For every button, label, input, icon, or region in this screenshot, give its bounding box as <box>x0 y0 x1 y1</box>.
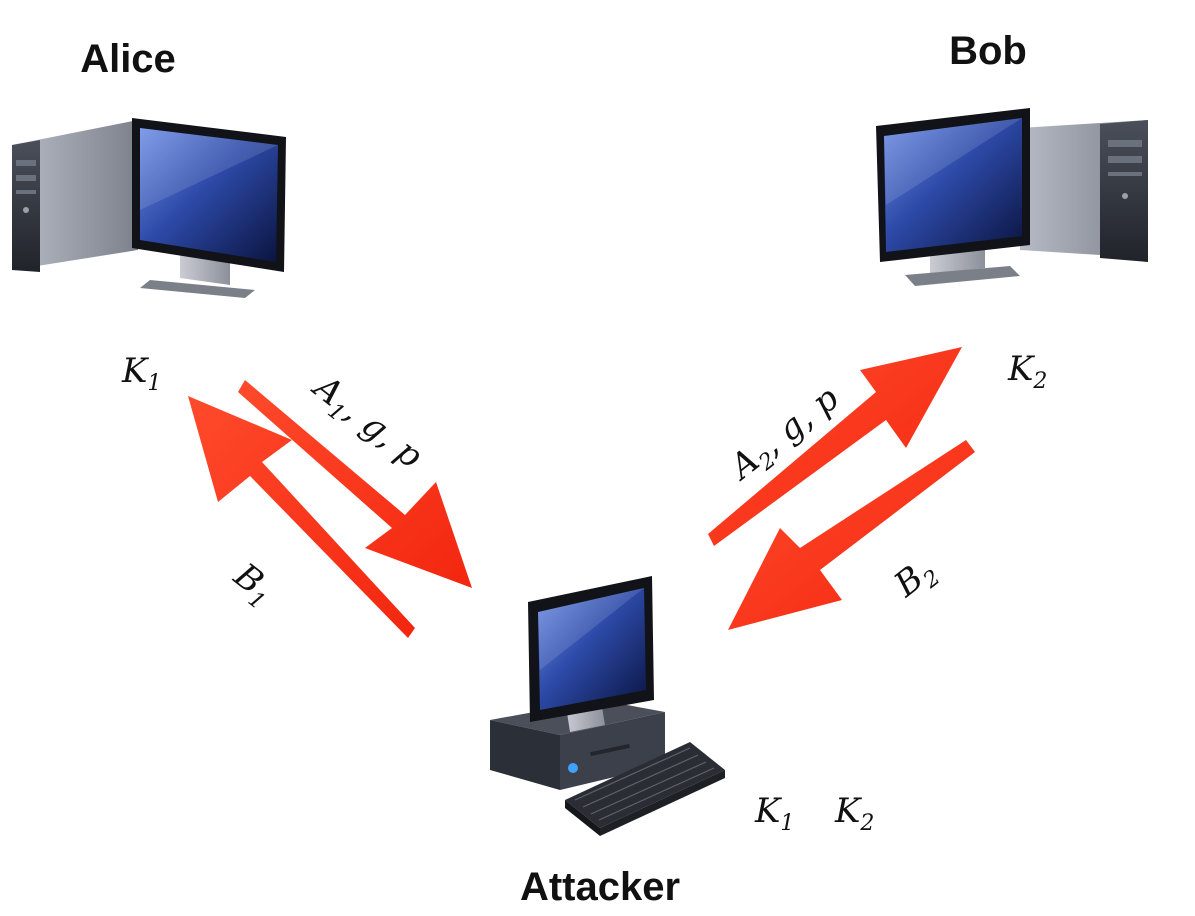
attacker-key-1-label: K1 <box>754 791 794 836</box>
arrow-attacker-to-alice <box>188 396 415 638</box>
alice-key-label: K1 <box>121 351 161 396</box>
bob-label: Bob <box>949 29 1027 73</box>
alice-label: Alice <box>80 37 176 81</box>
bob-monitor-icon <box>876 108 1030 286</box>
arrow-attacker-to-bob <box>708 347 962 546</box>
arrow-bob-to-attacker <box>728 440 975 630</box>
bob-computer <box>876 108 1148 286</box>
arrow-alice-to-attacker <box>238 380 472 588</box>
attacker-monitor-icon <box>528 576 654 732</box>
bob-key-label: K2 <box>1007 349 1047 394</box>
attacker-key-2-label: K2 <box>834 791 874 836</box>
message-bob-to-attacker-label: B2 <box>886 550 945 610</box>
attacker-keyboard-icon <box>565 742 725 836</box>
attacker-computer <box>490 576 725 836</box>
alice-tower-icon <box>12 120 138 272</box>
message-attacker-to-alice-label: B1 <box>223 555 282 615</box>
alice-computer <box>12 118 286 298</box>
alice-monitor-icon <box>132 118 286 298</box>
attacker-label: Attacker <box>520 865 680 909</box>
bob-tower-icon <box>1020 120 1148 262</box>
